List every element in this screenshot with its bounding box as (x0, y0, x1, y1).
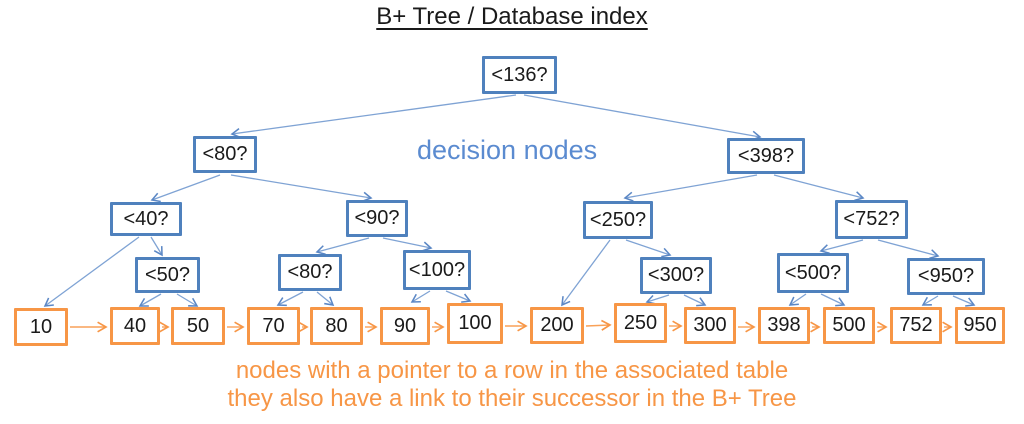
tree-edge (150, 236, 163, 257)
tree-edge (138, 293, 162, 307)
leaf-node-200: 200 (530, 307, 584, 344)
leaf-node-100: 100 (447, 303, 503, 344)
tree-edge (445, 290, 472, 303)
tree-edges (43, 94, 976, 307)
leaf-node-500: 500 (823, 307, 875, 344)
tree-edge (819, 239, 864, 255)
tree-edge (150, 174, 221, 203)
decision-node-lt40: <40? (110, 202, 182, 236)
leaf-node-300: 300 (684, 307, 736, 344)
tree-edge (561, 239, 611, 307)
decision-node-lt80b: <80? (278, 254, 342, 291)
leaf-node-10: 10 (14, 308, 68, 346)
leaf-caption-line2: they also have a link to their successor… (227, 385, 797, 412)
tree-edge (230, 94, 517, 139)
leaf-node-40: 40 (110, 307, 160, 345)
leaf-nodes-caption: nodes with a pointer to a row in the ass… (0, 357, 1024, 413)
tree-edge (382, 237, 433, 252)
tree-edge (623, 174, 758, 202)
tree-edge (523, 94, 762, 141)
decision-node-lt950: <950? (907, 258, 985, 295)
decision-nodes-caption: decision nodes (417, 135, 598, 165)
leaf-node-50: 50 (171, 307, 225, 345)
tree-edge (315, 237, 370, 255)
tree-edge (921, 295, 939, 306)
decision-node-lt250: <250? (583, 201, 653, 239)
decision-node-lt100: <100? (403, 250, 471, 290)
tree-edge (683, 294, 707, 307)
leaf-node-752: 752 (890, 307, 942, 344)
leaf-node-90: 90 (380, 307, 430, 345)
decision-node-lt752: <752? (835, 200, 908, 239)
leaf-node-80: 80 (310, 307, 363, 345)
tree-edge (176, 293, 199, 307)
tree-edge (645, 294, 670, 305)
diagram-title: B+ Tree / Database index (376, 3, 648, 30)
tree-edge (276, 291, 304, 307)
tree-edge (410, 290, 431, 303)
leaf-node-398: 398 (758, 307, 810, 344)
leaf-node-950: 950 (955, 307, 1005, 344)
leaf-node-70: 70 (247, 307, 300, 345)
tree-edge (625, 239, 672, 258)
tree-edge (952, 295, 976, 307)
tree-edge (788, 293, 807, 306)
decision-node-lt136: <136? (482, 56, 557, 94)
decision-node-lt80: <80? (193, 136, 257, 173)
decision-node-lt500: <500? (777, 253, 849, 293)
tree-edge (877, 239, 940, 260)
decision-node-lt300: <300? (640, 257, 712, 294)
decision-node-lt90: <90? (346, 200, 408, 237)
tree-edge (316, 291, 335, 306)
decision-node-lt50: <50? (135, 257, 200, 293)
tree-edge (820, 293, 846, 307)
leaf-node-250: 250 (614, 303, 667, 343)
tree-edge (773, 174, 865, 202)
decision-node-lt398: <398? (727, 138, 805, 174)
tree-edge (230, 174, 373, 202)
leaf-caption-line1: nodes with a pointer to a row in the ass… (235, 357, 789, 384)
tree-edge (43, 236, 140, 307)
successor-link (585, 319, 612, 331)
successor-links (70, 319, 953, 333)
